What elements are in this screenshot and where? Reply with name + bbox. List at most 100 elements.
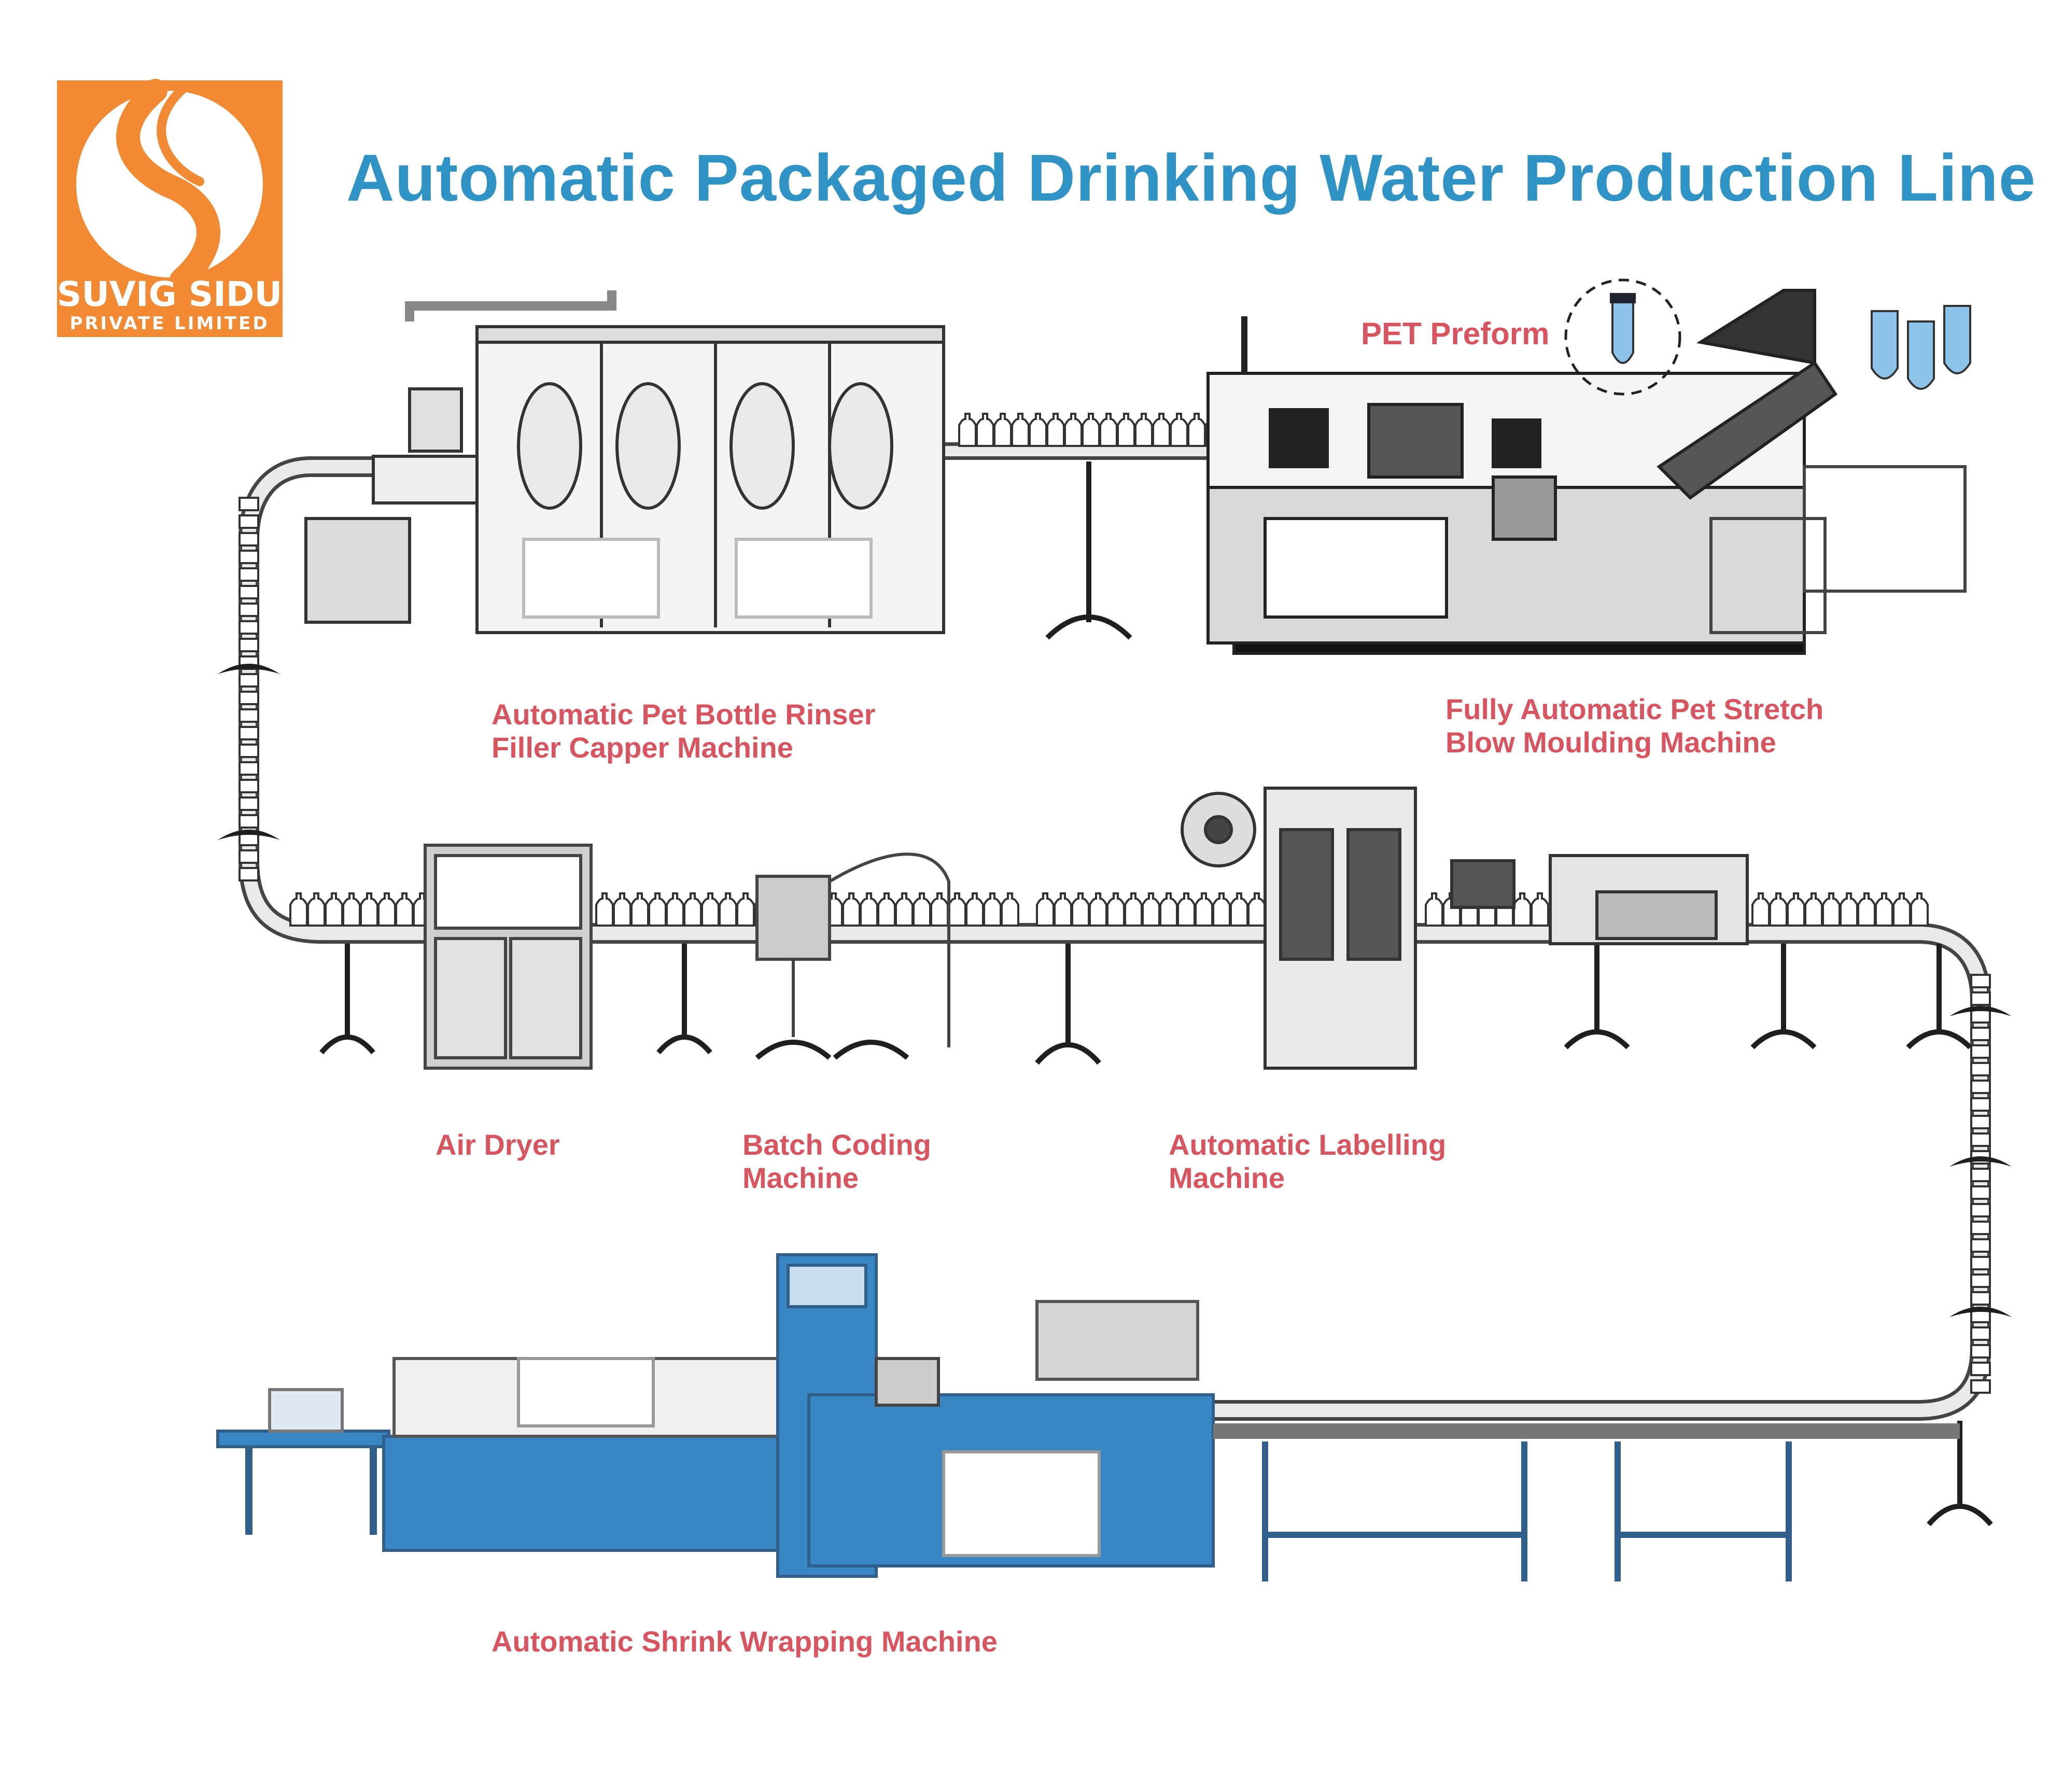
bottle <box>1177 892 1196 927</box>
bottle <box>1822 892 1841 927</box>
bottle <box>238 620 259 635</box>
bottle <box>360 892 378 927</box>
label-rinser-filler-line-2: Filler Capper Machine <box>492 731 793 764</box>
bottle <box>683 892 702 927</box>
bottle <box>1970 1115 1991 1129</box>
labelling-machine <box>1181 787 1749 1070</box>
bottle <box>1970 1221 1991 1235</box>
bottle <box>1170 413 1188 447</box>
bottle <box>666 892 684 927</box>
bottle <box>1106 892 1125 927</box>
bottle <box>1425 892 1443 927</box>
bottle <box>1247 892 1266 927</box>
bottle <box>983 892 1002 927</box>
bottle <box>736 892 755 927</box>
bottle <box>1187 413 1206 447</box>
bottle <box>289 892 308 927</box>
bottle <box>1804 892 1823 927</box>
bottle <box>238 673 259 688</box>
bottle <box>238 550 259 564</box>
bottle <box>895 892 914 927</box>
air-dryer-machine <box>424 844 593 1070</box>
bottle <box>1054 892 1072 927</box>
bottle <box>238 726 259 740</box>
bottle <box>701 892 720 927</box>
bottle <box>965 892 984 927</box>
bottle <box>238 867 259 881</box>
bottle <box>342 892 361 927</box>
bottle <box>238 497 259 511</box>
bottle <box>1970 1273 1991 1288</box>
bottle <box>1769 892 1788 927</box>
bottle <box>993 413 1012 447</box>
bottle <box>1970 1027 1991 1041</box>
label-blow-moulding-line-1: Fully Automatic Pet Stretch <box>1445 693 1824 725</box>
bottle <box>630 892 649 927</box>
label-batch-coding-line-2: Machine <box>742 1161 859 1194</box>
bottle <box>719 892 737 927</box>
bottle <box>1970 1185 1991 1200</box>
bottle <box>1071 892 1090 927</box>
label-pet-preform: PET Preform <box>1361 316 1550 351</box>
bottle <box>1099 413 1118 447</box>
logo-company-suffix: PRIVATE LIMITED <box>69 313 269 334</box>
bottle <box>238 708 259 723</box>
blow-moulding-machine <box>1206 289 1967 655</box>
bottle <box>1970 1044 1991 1059</box>
bottle <box>1970 1080 1991 1094</box>
label-batch-coding: Batch Coding Machine <box>742 1128 931 1195</box>
bottle <box>1970 1379 1991 1394</box>
bottle <box>1970 1291 1991 1306</box>
conveyor-stands <box>218 664 2012 1317</box>
bottle <box>1513 892 1532 927</box>
bottle <box>1159 892 1178 927</box>
bottle <box>1875 892 1893 927</box>
bottle <box>1089 892 1107 927</box>
bottle <box>1910 892 1929 927</box>
bottle <box>613 892 631 927</box>
label-labelling-line-1: Automatic Labelling <box>1169 1128 1447 1161</box>
stand-legs <box>319 461 1993 1527</box>
bottle <box>238 779 259 793</box>
label-labelling-line-2: Machine <box>1169 1161 1285 1194</box>
label-blow-moulding-line-2: Blow Moulding Machine <box>1445 726 1776 759</box>
bottle <box>1970 974 1991 988</box>
bottle <box>1152 413 1171 447</box>
bottle <box>307 892 326 927</box>
bottle <box>395 892 414 927</box>
bottle <box>877 892 896 927</box>
logo-s-curve <box>116 79 220 292</box>
bottle <box>1195 892 1213 927</box>
bottle <box>1970 1009 1991 1024</box>
bottle <box>377 892 396 927</box>
bottle <box>1046 413 1065 447</box>
shrink-wrapping-machine <box>216 1253 1215 1578</box>
bottle <box>238 691 259 705</box>
page-title: Automatic Packaged Drinking Water Produc… <box>346 141 2036 215</box>
bottle <box>1970 1097 1991 1112</box>
bottle <box>1064 413 1083 447</box>
bottle <box>1142 892 1160 927</box>
bottle <box>1970 1132 1991 1147</box>
bottle <box>1970 1344 1991 1359</box>
batch-coding-machine <box>755 852 950 1060</box>
bottle <box>1892 892 1911 927</box>
label-rinser-filler-line-1: Automatic Pet Bottle Rinser <box>492 698 876 731</box>
bottle <box>860 892 878 927</box>
shrink-output-conveyor <box>1213 1423 1960 1581</box>
label-labelling: Automatic Labelling Machine <box>1169 1128 1446 1195</box>
bottle <box>842 892 861 927</box>
bottle <box>930 892 949 927</box>
bottle <box>958 413 977 447</box>
bottle <box>1134 413 1153 447</box>
bottle <box>1970 1062 1991 1076</box>
bottle <box>1970 1168 1991 1182</box>
bottle <box>238 603 259 617</box>
bottle <box>238 744 259 758</box>
rinser-filler-capper-machine <box>304 290 945 634</box>
bottle <box>1970 991 1991 1006</box>
bottle <box>1117 413 1135 447</box>
label-shrink-wrapping: Automatic Shrink Wrapping Machine <box>492 1625 998 1658</box>
